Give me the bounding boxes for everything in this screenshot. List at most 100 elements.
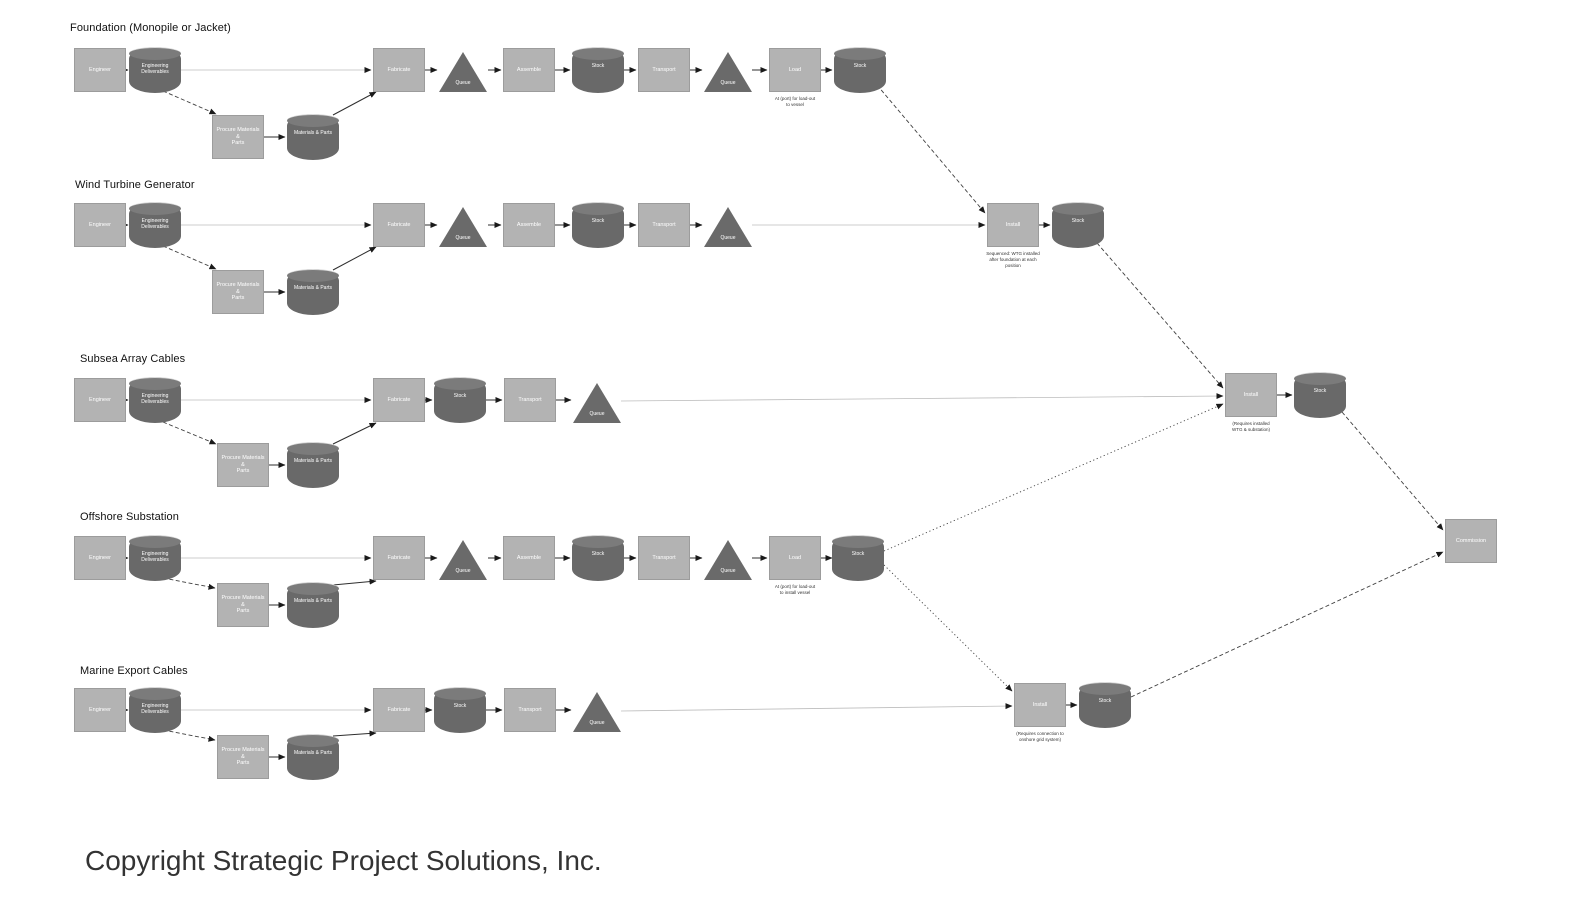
datastore-node: Stock [1052, 202, 1104, 248]
node-label: Queue [589, 411, 605, 417]
node-label: Materials & Parts [293, 458, 333, 464]
flow-arrow [883, 403, 1224, 552]
node-label: Queue [720, 568, 736, 574]
node-label: Procure Materials & Parts [221, 454, 265, 475]
datastore-node: Stock [434, 377, 486, 423]
process-node: Procure Materials & Parts [217, 735, 269, 779]
node-label: Transport [652, 221, 676, 228]
flow-arrow [883, 564, 1013, 692]
node-label: Transport [652, 554, 676, 561]
node-label: Procure Materials & Parts [221, 746, 265, 767]
process-node: Fabricate [373, 688, 425, 732]
cylinder-top-ellipse [287, 734, 339, 747]
node-label: Procure Materials & Parts [221, 594, 265, 615]
cylinder-top-ellipse [129, 202, 181, 215]
flow-arrow [332, 422, 377, 445]
lane-title: Foundation (Monopile or Jacket) [70, 22, 231, 34]
node-label: Materials & Parts [293, 598, 333, 604]
datastore-node: Materials & Parts [287, 114, 339, 160]
flow-arrow [620, 393, 1224, 402]
datastore-node: Stock [572, 202, 624, 248]
process-node: Transport [638, 536, 690, 580]
datastore-node: Stock [572, 535, 624, 581]
flow-arrow [1341, 411, 1444, 531]
flow-arrow [162, 90, 217, 115]
lane-title: Offshore Substation [80, 511, 179, 523]
node-label: Queue [589, 720, 605, 726]
node-label: Stock [853, 63, 867, 69]
node-label: Queue [455, 80, 471, 86]
node-label: Engineering Deliverables [141, 551, 169, 563]
node-label: Transport [652, 66, 676, 73]
datastore-node: Materials & Parts [287, 269, 339, 315]
queue-node: Queue [439, 207, 487, 247]
process-node: Fabricate [373, 378, 425, 422]
queue-node: Queue [439, 52, 487, 92]
node-label: Stock [453, 393, 467, 399]
node-label: Commission [1455, 537, 1487, 544]
flow-arrow [332, 246, 377, 271]
node-label: Stock [851, 551, 865, 557]
process-node: Install [987, 203, 1039, 247]
datastore-node: Materials & Parts [287, 734, 339, 780]
cylinder-top-ellipse [434, 377, 486, 390]
node-label: Procure Materials & Parts [216, 281, 260, 302]
node-label: Queue [720, 80, 736, 86]
flow-arrow [162, 729, 216, 742]
queue-node: Queue [704, 52, 752, 92]
node-label: Stock [453, 703, 467, 709]
cylinder-top-ellipse [287, 442, 339, 455]
cylinder-top-ellipse [1079, 682, 1131, 695]
node-label: Stock [1313, 388, 1327, 394]
process-node: Load [769, 536, 821, 580]
process-node: Fabricate [373, 203, 425, 247]
datastore-node: Engineering Deliverables [129, 535, 181, 581]
queue-node: Queue [439, 540, 487, 580]
node-label: Stock [1071, 218, 1085, 224]
queue-node: Queue [704, 207, 752, 247]
flow-arrow [620, 703, 1013, 712]
node-label: Install [1032, 701, 1048, 708]
node-label: Materials & Parts [293, 750, 333, 756]
node-label: Engineer [88, 221, 112, 228]
flow-arrow [332, 91, 377, 116]
node-label: Engineer [88, 706, 112, 713]
node-label: Materials & Parts [293, 130, 333, 136]
node-caption: Sequenced: WTG installed after foundatio… [986, 251, 1040, 268]
process-node: Transport [638, 48, 690, 92]
cylinder-top-ellipse [129, 377, 181, 390]
cylinder-top-ellipse [129, 687, 181, 700]
node-caption: (Requires installed WTG & substation) [1231, 421, 1270, 432]
node-label: Fabricate [387, 66, 411, 73]
node-label: Queue [455, 568, 471, 574]
node-label: Assemble [516, 554, 542, 561]
cylinder-top-ellipse [1294, 372, 1346, 385]
process-node: Procure Materials & Parts [212, 115, 264, 159]
node-label: Assemble [516, 66, 542, 73]
process-node: Transport [504, 378, 556, 422]
node-label: Engineer [88, 66, 112, 73]
datastore-node: Engineering Deliverables [129, 377, 181, 423]
cylinder-top-ellipse [287, 582, 339, 595]
node-label: Transport [518, 396, 542, 403]
flow-arrow [332, 578, 377, 586]
node-label: Engineering Deliverables [141, 703, 169, 715]
cylinder-top-ellipse [572, 535, 624, 548]
process-node: Procure Materials & Parts [217, 583, 269, 627]
cylinder-top-ellipse [129, 47, 181, 60]
process-node: Engineer [74, 203, 126, 247]
cylinder-top-ellipse [572, 202, 624, 215]
datastore-node: Stock [1294, 372, 1346, 418]
process-node: Transport [638, 203, 690, 247]
node-label: Stock [591, 63, 605, 69]
queue-node: Queue [573, 692, 621, 732]
datastore-node: Engineering Deliverables [129, 47, 181, 93]
process-node: Procure Materials & Parts [212, 270, 264, 314]
node-label: Queue [455, 235, 471, 241]
flow-arrow [1130, 551, 1444, 698]
process-node: Fabricate [373, 48, 425, 92]
flow-arrow [162, 421, 217, 445]
queue-node: Queue [573, 383, 621, 423]
flow-arrow [332, 730, 377, 737]
